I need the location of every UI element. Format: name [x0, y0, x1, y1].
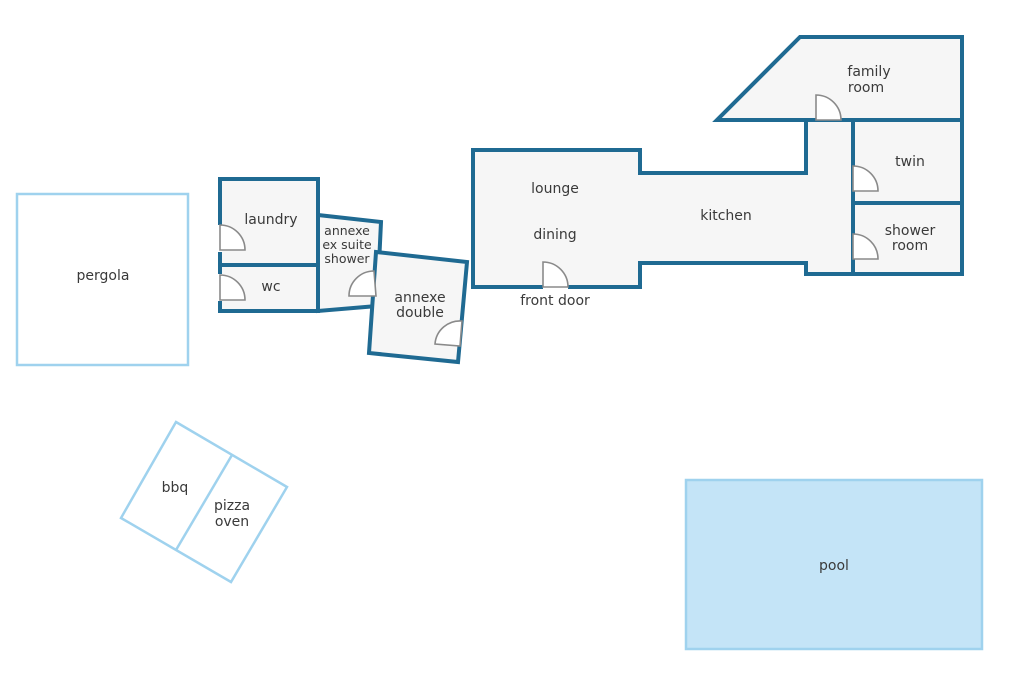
label-laundry: laundry — [244, 212, 297, 228]
door-shower-room — [852, 233, 879, 260]
door-annexe-double — [434, 320, 463, 347]
label-annexe-double-1: annexe — [394, 290, 445, 306]
bbq-divider — [174, 454, 234, 551]
label-annexe-shower-1: annexe — [324, 223, 370, 238]
label-family-room-1: family — [847, 64, 890, 80]
label-lounge: lounge — [531, 181, 579, 197]
door-annexe-shower — [348, 270, 377, 297]
label-pizza-oven-2: oven — [215, 514, 249, 530]
label-annexe-shower-2: ex suite — [322, 237, 372, 252]
label-family-room-2: room — [848, 80, 884, 96]
door-wc — [217, 274, 246, 301]
door-family-room — [815, 94, 842, 121]
label-dining: dining — [533, 227, 576, 243]
label-kitchen: kitchen — [700, 208, 752, 224]
label-pergola: pergola — [77, 268, 130, 284]
label-annexe-shower-3: shower — [324, 251, 370, 266]
door-front — [542, 261, 569, 290]
family-room — [712, 35, 964, 122]
door-laundry — [217, 224, 246, 252]
label-pizza-oven-1: pizza — [214, 498, 250, 514]
label-front-door: front door — [520, 293, 590, 309]
label-pool: pool — [819, 558, 849, 574]
pool-area — [684, 478, 984, 651]
door-twin — [852, 165, 879, 192]
pergola-outline — [15, 192, 190, 367]
label-shower-room-2: room — [892, 238, 928, 254]
label-shower-room-1: shower — [885, 223, 936, 239]
main-house-floor — [471, 118, 964, 289]
label-wc: wc — [261, 279, 280, 295]
label-annexe-double-2: double — [396, 305, 444, 321]
label-bbq: bbq — [162, 480, 189, 496]
label-twin: twin — [895, 154, 925, 170]
